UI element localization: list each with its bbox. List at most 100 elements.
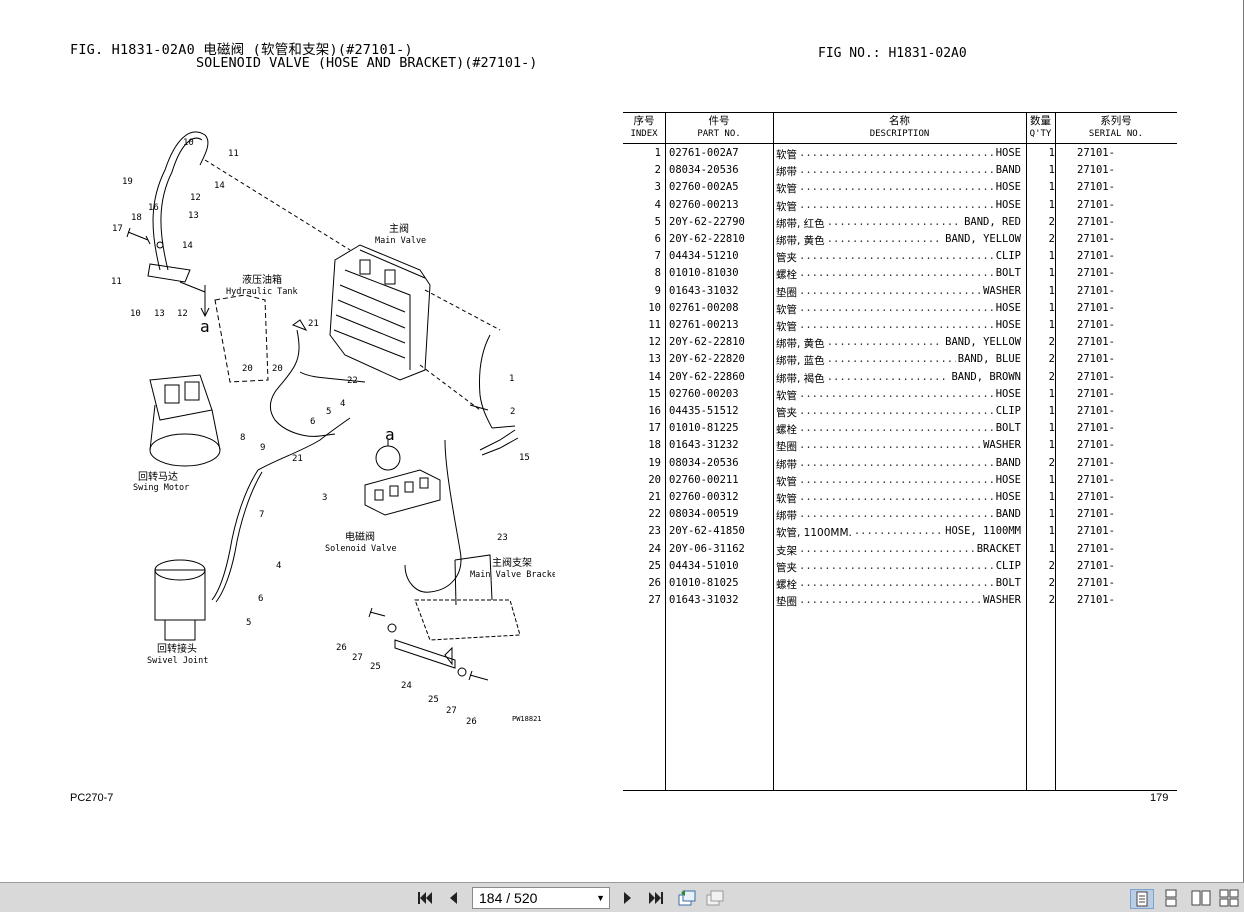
- row-quantity: 1: [1048, 301, 1055, 314]
- row-description-en: HOSE: [993, 491, 1021, 503]
- row-serial: 27101-: [1077, 267, 1115, 280]
- row-index: 13: [648, 353, 661, 366]
- row-serial: 27101-: [1077, 147, 1115, 159]
- figure-title-english: SOLENOID VALVE (HOSE AND BRACKET)(#27101…: [196, 55, 538, 71]
- row-description-cn: 软管: [776, 200, 797, 213]
- continuous-view-icon[interactable]: [1160, 889, 1182, 907]
- row-quantity: 1: [1048, 267, 1055, 280]
- row-index: 20: [648, 473, 661, 486]
- continuous-facing-view-icon[interactable]: [1218, 889, 1240, 907]
- leader-dots: ......................................: [799, 491, 1021, 503]
- main-valve-label-cn: 主阀: [389, 222, 409, 235]
- row-part-number: 01010-81225: [669, 422, 739, 435]
- detail-a-marker: a: [200, 317, 210, 336]
- row-quantity: 2: [1048, 353, 1055, 366]
- row-index: 18: [648, 439, 661, 452]
- svg-text:3: 3: [322, 493, 327, 503]
- svg-text:4: 4: [276, 561, 281, 571]
- row-quantity: 1: [1048, 542, 1055, 555]
- row-quantity: 1: [1048, 473, 1055, 486]
- row-serial: 27101-: [1077, 301, 1115, 314]
- row-serial: 27101-: [1077, 439, 1115, 452]
- prev-page-icon[interactable]: [442, 889, 464, 907]
- row-serial: 27101-: [1077, 387, 1115, 400]
- swing-motor-label-en: Swing Motor: [133, 483, 189, 493]
- go-back-view-icon[interactable]: [676, 889, 698, 907]
- row-description-cn: 绑带: [776, 166, 797, 179]
- row-part-number: 02761-002A7: [669, 147, 739, 159]
- svg-text:2: 2: [510, 407, 515, 417]
- row-part-number: 01010-81025: [669, 577, 739, 589]
- row-description-cn: 螺栓: [776, 424, 797, 437]
- svg-text:26: 26: [336, 643, 347, 653]
- row-description-cn: 绑带, 黄色: [776, 338, 825, 351]
- svg-text:4: 4: [340, 399, 345, 409]
- svg-text:10: 10: [130, 309, 141, 319]
- row-index: 7: [654, 250, 661, 263]
- svg-text:15: 15: [519, 453, 530, 463]
- leader-dots: ......................................: [799, 405, 1021, 417]
- last-page-icon[interactable]: [645, 889, 667, 907]
- row-quantity: 2: [1048, 559, 1055, 572]
- first-page-icon[interactable]: [414, 889, 436, 907]
- row-description-cn: 管夹: [776, 561, 797, 574]
- row-quantity: 1: [1048, 319, 1055, 331]
- row-description-en: WASHER: [981, 439, 1021, 452]
- leader-dots: ......................................: [799, 456, 1021, 469]
- row-part-number: 01643-31232: [669, 439, 739, 452]
- row-part-number: 20Y-62-41850: [669, 525, 745, 538]
- svg-text:10: 10: [183, 138, 194, 148]
- row-part-number: 20Y-62-22790: [669, 215, 745, 228]
- row-quantity: 2: [1048, 370, 1055, 383]
- row-quantity: 2: [1048, 456, 1055, 469]
- svg-text:25: 25: [370, 662, 381, 672]
- svg-text:8: 8: [240, 433, 245, 443]
- row-part-number: 02760-00312: [669, 491, 739, 503]
- row-serial: 27101-: [1077, 525, 1115, 538]
- page-number-select[interactable]: 184 / 520 ▼: [472, 887, 610, 909]
- row-quantity: 1: [1048, 439, 1055, 452]
- row-quantity: 1: [1048, 181, 1055, 194]
- row-quantity: 1: [1048, 525, 1055, 538]
- single-page-view-icon[interactable]: [1130, 889, 1154, 909]
- row-serial: 27101-: [1077, 284, 1115, 297]
- row-part-number: 20Y-62-22820: [669, 353, 745, 366]
- row-index: 25: [648, 559, 661, 572]
- next-page-icon[interactable]: [617, 889, 639, 907]
- row-serial: 27101-: [1077, 353, 1115, 366]
- row-description-cn: 垫圈: [776, 441, 797, 454]
- row-description-en: HOSE: [993, 473, 1021, 486]
- svg-text:27: 27: [446, 706, 457, 716]
- facing-view-icon[interactable]: [1190, 889, 1212, 907]
- svg-text:12: 12: [190, 193, 201, 203]
- row-part-number: 08034-00519: [669, 508, 739, 521]
- row-description-en: WASHER: [981, 284, 1021, 297]
- row-serial: 27101-: [1077, 164, 1115, 177]
- leader-dots: ......................................: [799, 559, 1021, 572]
- row-serial: 27101-: [1077, 559, 1115, 572]
- row-part-number: 02760-002A5: [669, 181, 739, 194]
- document-page: FIG. H1831-02A0 电磁阀 (软管和支架)(#27101-) SOL…: [0, 0, 1244, 882]
- row-part-number: 01643-31032: [669, 284, 739, 297]
- row-serial: 27101-: [1077, 319, 1115, 331]
- go-forward-view-icon[interactable]: [704, 889, 726, 907]
- row-description-en: BAND, YELLOW: [943, 336, 1021, 349]
- machine-model: PC270-7: [70, 792, 114, 804]
- row-part-number: 02760-00213: [669, 198, 739, 211]
- row-description-cn: 软管: [776, 321, 797, 333]
- row-description-cn: 软管, 1100MM.: [776, 527, 852, 540]
- row-quantity: 2: [1048, 594, 1055, 607]
- row-description-cn: 绑带, 褐色: [776, 372, 825, 385]
- row-description-en: BAND: [993, 508, 1021, 521]
